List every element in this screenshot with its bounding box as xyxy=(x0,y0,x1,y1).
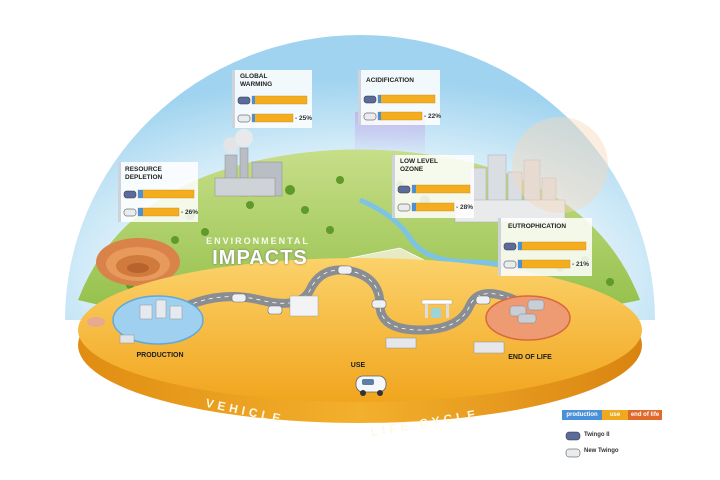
legend-twingo-ii-icon xyxy=(565,431,581,441)
legend-item-twingo-ii: Twingo II xyxy=(584,432,682,438)
bars-acidification xyxy=(377,94,436,121)
hero-car xyxy=(355,375,387,396)
label-resource-depletion: RESOURCE DEPLETION xyxy=(125,166,163,181)
label-global-warming: GLOBAL WARMING xyxy=(240,73,273,88)
bar-twingo-ii-eutrophication xyxy=(517,241,587,251)
city xyxy=(454,154,566,223)
factory xyxy=(214,129,283,197)
bar-twingo-ii-global-warming xyxy=(251,95,308,105)
bar-new-twingo-acidification xyxy=(377,111,423,121)
stage-production: PRODUCTION xyxy=(136,352,184,359)
legend-production: production xyxy=(562,410,602,420)
legend-item-new-twingo: New Twingo xyxy=(584,448,682,454)
legend-use: use xyxy=(602,410,628,420)
car-icons xyxy=(123,95,517,269)
bar-new-twingo-low-level-ozone xyxy=(411,202,455,212)
change-low-level-ozone: - 28% xyxy=(456,204,473,211)
bars-global-warming xyxy=(251,95,308,123)
change-acidification: - 22% xyxy=(424,113,441,120)
bar-new-twingo-global-warming xyxy=(251,113,294,123)
bar-twingo-ii-low-level-ozone xyxy=(411,184,471,194)
new-twingo-icon xyxy=(397,203,411,212)
bars-eutrophication xyxy=(517,241,587,269)
change-resource-depletion: - 26% xyxy=(181,209,198,216)
legend-new-twingo-label: New Twingo xyxy=(584,448,619,454)
trucks xyxy=(385,337,505,354)
new-twingo-icon xyxy=(503,260,517,269)
label-low-level-ozone: LOW LEVEL OZONE xyxy=(400,158,438,173)
label-acidification: ACIDIFICATION xyxy=(366,77,414,84)
cow xyxy=(87,317,105,327)
twingo-ii-icon xyxy=(363,95,377,104)
twingo-ii-icon xyxy=(237,96,251,105)
garage xyxy=(289,295,319,317)
legend-phase-bar: production use end of life xyxy=(562,410,682,420)
twingo-ii-icon xyxy=(123,190,137,199)
change-global-warming: - 25% xyxy=(295,115,312,122)
legend-twingo-ii-label: Twingo II xyxy=(584,432,610,438)
legend: production use end of life Twingo II New… xyxy=(562,410,682,454)
new-twingo-icon xyxy=(363,112,377,121)
legend-new-twingo-icon xyxy=(565,448,581,458)
title-line-2: IMPACTS xyxy=(212,247,308,269)
twingo-ii-icon xyxy=(397,185,411,194)
road-markings xyxy=(164,269,516,331)
petrol-station xyxy=(421,299,453,318)
legend-end-of-life: end of life xyxy=(628,410,662,420)
crates xyxy=(119,334,135,344)
bar-new-twingo-eutrophication xyxy=(517,259,571,269)
bar-new-twingo-resource-depletion xyxy=(137,207,180,217)
title-line-1: ENVIRONMENTAL xyxy=(206,236,310,246)
stage-use: USE xyxy=(350,362,366,369)
sun-haze xyxy=(512,117,608,213)
change-eutrophication: - 21% xyxy=(572,261,589,268)
stage-end-of-life: END OF LIFE xyxy=(508,354,552,361)
open-pit-mine xyxy=(96,238,180,286)
robots xyxy=(139,299,183,320)
bars-resource-depletion xyxy=(137,189,195,217)
cars xyxy=(231,265,491,315)
new-twingo-icon xyxy=(237,114,251,123)
new-twingo-icon xyxy=(123,208,137,217)
bar-twingo-ii-acidification xyxy=(377,94,436,104)
twingo-ii-icon xyxy=(503,242,517,251)
scrap-cars xyxy=(509,299,545,324)
label-eutrophication: EUTROPHICATION xyxy=(508,223,567,230)
bar-twingo-ii-resource-depletion xyxy=(137,189,195,199)
bars-low-level-ozone xyxy=(411,184,471,212)
